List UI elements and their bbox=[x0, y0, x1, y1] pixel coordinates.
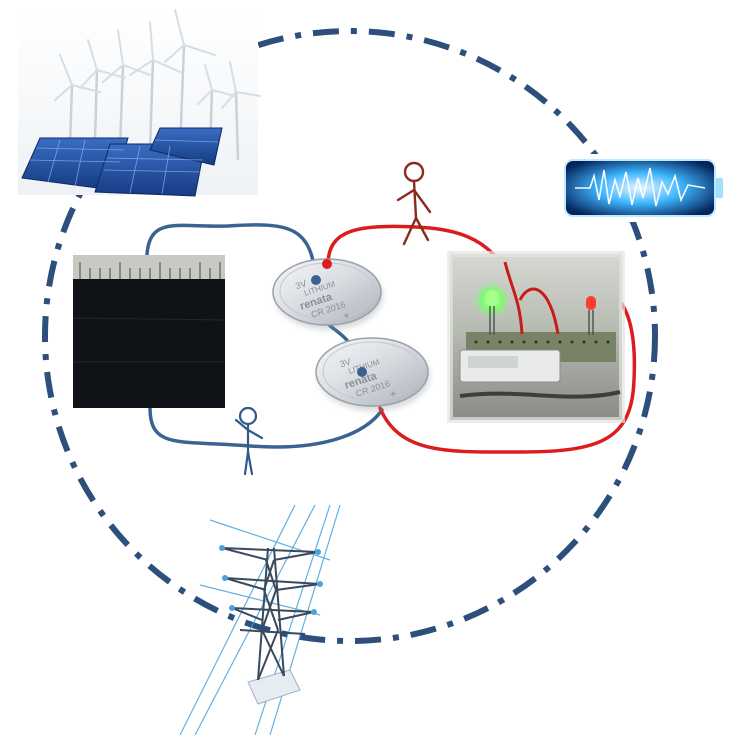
wind-turbines-icon bbox=[68, 44, 240, 161]
led-circuit-photo bbox=[447, 251, 625, 423]
wind-blades bbox=[54, 9, 261, 109]
cell-bottom-voltage: 3V bbox=[339, 356, 353, 369]
renewable-farm-icon bbox=[18, 9, 261, 197]
coin-cell-bottom: 3V LITHIUM renata CR 2016 + bbox=[315, 337, 430, 411]
stick-figure-blue bbox=[234, 406, 264, 476]
blue-wire-top bbox=[145, 223, 318, 284]
blue-wire-bottom bbox=[148, 406, 384, 449]
stick-figure-red bbox=[396, 161, 432, 246]
cell-bottom-plus: + bbox=[388, 388, 398, 401]
cycle-ring bbox=[42, 28, 658, 644]
battery-charging-icon bbox=[558, 154, 723, 222]
transmission-tower-icon bbox=[179, 504, 341, 736]
cell-top-voltage: 3V bbox=[294, 278, 308, 291]
coin-cell-top: 3V LITHIUM renata CR 2016 + bbox=[272, 258, 383, 330]
cell-top-plus: + bbox=[342, 309, 352, 322]
solar-farm-icon bbox=[21, 127, 223, 197]
solar-cell-sample bbox=[72, 255, 226, 408]
